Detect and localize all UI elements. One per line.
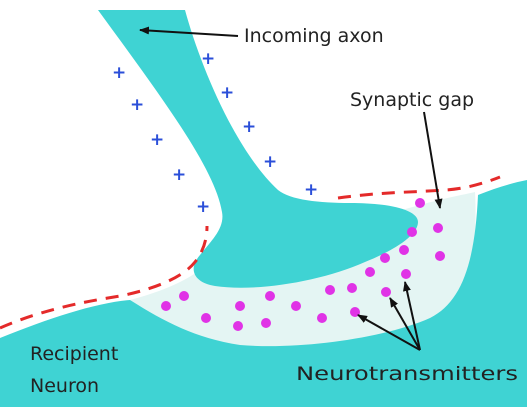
neurotransmitter-dot [201, 313, 211, 323]
charge-icon: + [242, 117, 256, 137]
neurotransmitter-dot [235, 301, 245, 311]
label-recipient-line1: Recipient [30, 343, 118, 365]
charge-icon: + [150, 130, 164, 150]
charge-icon: + [112, 63, 126, 83]
neurotransmitter-dot [435, 251, 445, 261]
neurotransmitter-dot [399, 245, 409, 255]
neurotransmitter-dot [433, 223, 443, 233]
label-recipient-line2: Neuron [30, 375, 99, 397]
arrow-incoming-axon [139, 26, 239, 37]
charge-icon: + [196, 197, 210, 217]
neurotransmitter-dot [380, 253, 390, 263]
neurotransmitter-dot [407, 227, 417, 237]
charge-icon: + [304, 180, 318, 200]
neurotransmitter-dot [415, 198, 425, 208]
neurotransmitter-dot [261, 318, 271, 328]
label-neurotransmitters: Neurotransmitters [296, 363, 518, 385]
neurotransmitter-dot [347, 283, 357, 293]
label-incoming-axon: Incoming axon [244, 25, 384, 47]
arrow-neurotransmitter-1 [357, 314, 421, 351]
charge-icon: + [130, 95, 144, 115]
arrow-neurotransmitter-2 [389, 297, 421, 351]
neurotransmitter-dot [350, 307, 360, 317]
charges-group: + + + + + + + + + + [112, 49, 318, 217]
neurotransmitter-dot [291, 301, 301, 311]
label-synaptic-gap: Synaptic gap [350, 89, 474, 111]
neurotransmitter-dot [317, 313, 327, 323]
recipient-neuron [0, 180, 527, 407]
neurotransmitter-dot [161, 301, 171, 311]
arrow-synaptic-gap [423, 111, 443, 209]
membrane-left [0, 225, 209, 330]
charge-icon: + [172, 165, 186, 185]
neurotransmitters-group [161, 198, 445, 331]
neurotransmitter-dot [179, 291, 189, 301]
incoming-axon [98, 10, 418, 288]
charge-icon: + [201, 49, 215, 69]
neurotransmitter-dot [265, 291, 275, 301]
neurotransmitter-dot [381, 287, 391, 297]
charge-icon: + [263, 152, 277, 172]
membrane-right [337, 175, 501, 200]
charge-icon: + [220, 83, 234, 103]
neurotransmitter-dot [365, 267, 375, 277]
neurotransmitter-dot [233, 321, 243, 331]
arrow-neurotransmitter-3 [403, 281, 421, 351]
neurotransmitter-dot [401, 269, 411, 279]
neurotransmitter-dot [325, 285, 335, 295]
